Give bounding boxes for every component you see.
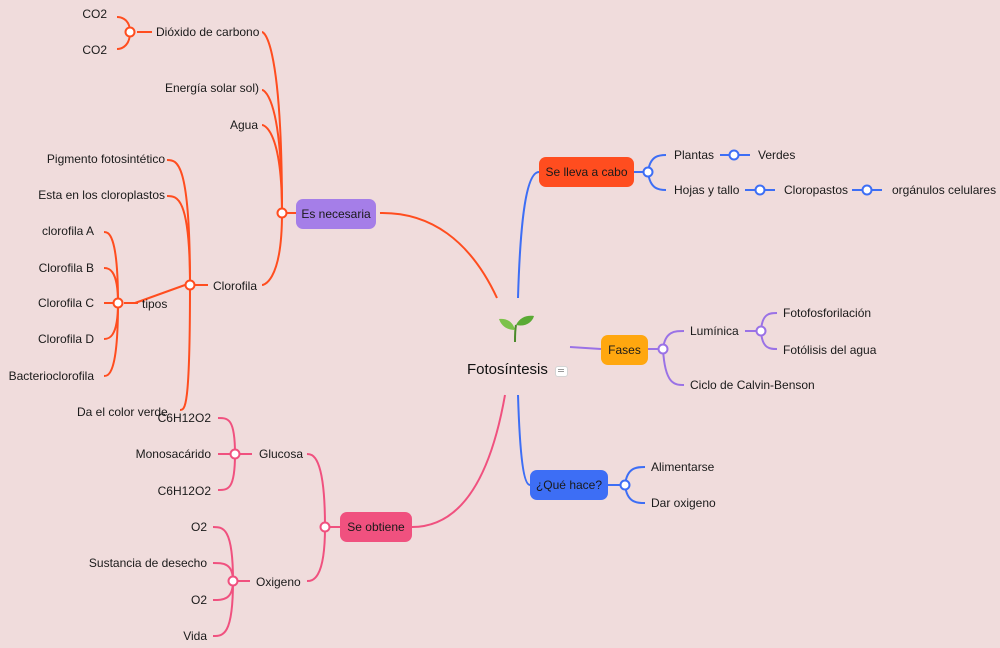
necesaria-joints [112,26,288,309]
node-oxigeno[interactable]: Oxigeno [256,575,301,589]
node-luminica[interactable]: Lumínica [690,324,739,338]
node-c6h12o2-2[interactable]: C6H12O2 [157,484,211,498]
node-se-obtiene[interactable]: Se obtiene [340,512,412,542]
obtiene-connectors [212,394,506,637]
lleva-joints [642,149,873,196]
node-pigmento[interactable]: Pigmento fotosintético [46,152,165,166]
node-fotolisis-del-agua[interactable]: Fotólisis del agua [783,343,877,357]
sprout-icon [499,315,534,343]
node-c6h12o2-1[interactable]: C6H12O2 [157,411,211,425]
node-monosacarido[interactable]: Monosacárido [135,447,211,461]
node-ciclo-calvin-benson[interactable]: Ciclo de Calvin-Benson [690,378,815,392]
note-icon[interactable] [555,366,568,377]
node-vida[interactable]: Vida [183,629,207,643]
node-cloropastos[interactable]: Cloropastos [784,183,849,197]
node-verdes[interactable]: Verdes [758,148,796,162]
necesaria-connectors [103,16,498,411]
node-sustancia-de-desecho[interactable]: Sustancia de desecho [88,556,207,570]
node-hojas-y-tallo[interactable]: Hojas y tallo [674,183,740,197]
node-dioxido-de-carbono[interactable]: Dióxido de carbono [156,25,260,39]
node-o2-2[interactable]: O2 [190,593,207,607]
node-bacterioclorofila[interactable]: Bacterioclorofila [8,369,94,383]
node-clorofila-c[interactable]: Clorofila C [37,296,94,310]
node-plantas[interactable]: Plantas [674,148,715,162]
node-organulos-celulares[interactable]: orgánulos celulares [892,183,997,197]
node-fotofosforilacion[interactable]: Fotofosforilación [783,306,872,320]
obtiene-joints [227,448,331,587]
node-clorofila-b[interactable]: Clorofila B [38,261,94,275]
central-topic[interactable]: Fotosíntesis [467,361,548,378]
node-da-el-color-verde[interactable]: Da el color verde [77,405,168,419]
node-dar-oxigeno[interactable]: Dar oxigeno [651,496,716,510]
fases-joints [657,325,767,355]
node-es-necesaria[interactable]: Es necesaria [296,199,376,229]
node-se-lleva-a-cabo[interactable]: Se lleva a cabo [539,157,634,187]
node-alimentarse[interactable]: Alimentarse [651,460,715,474]
node-tipos[interactable]: tipos [142,297,168,311]
node-co2-2[interactable]: CO2 [82,43,107,57]
hace-joints [619,479,631,491]
node-clorofila-a[interactable]: clorofila A [41,224,94,238]
node-co2-1[interactable]: CO2 [82,7,107,21]
node-o2-1[interactable]: O2 [190,520,207,534]
node-agua[interactable]: Agua [229,118,258,132]
node-clorofila[interactable]: Clorofila [213,279,258,293]
node-fases[interactable]: Fases [601,335,648,365]
node-glucosa[interactable]: Glucosa [259,447,304,461]
node-que-hace[interactable]: ¿Qué hace? [530,470,608,500]
node-energia-solar[interactable]: Energía solar sol) [164,81,259,95]
node-cloroplastos[interactable]: Esta en los cloroplastos [38,188,165,202]
node-clorofila-d[interactable]: Clorofila D [37,332,94,346]
